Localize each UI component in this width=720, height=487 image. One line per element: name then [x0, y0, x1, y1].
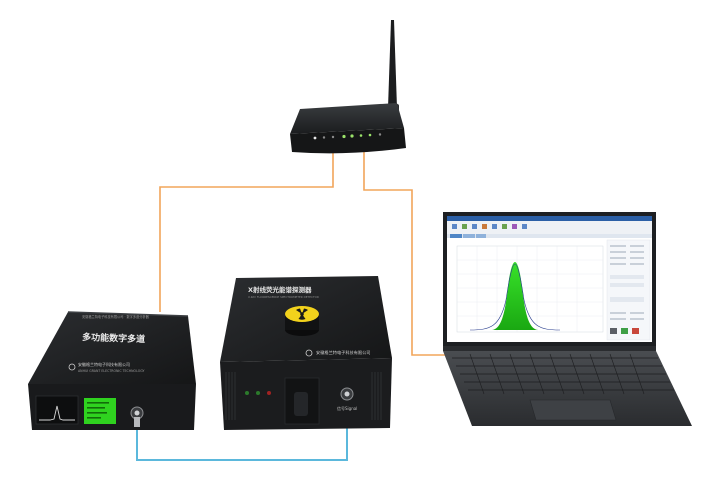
laptop-touchpad	[529, 399, 617, 421]
mca-top-face	[28, 312, 196, 384]
app-side-panel	[606, 239, 651, 341]
mca-waveform-screen	[35, 395, 79, 425]
app-tab-3	[476, 234, 486, 238]
app-toolbar	[447, 221, 652, 234]
laptop-keyboard-deck	[443, 351, 692, 426]
radiation-trefoil-icon	[285, 306, 319, 336]
detector-recess-inner	[294, 392, 308, 416]
detector-company-name: 安徽格兰特电子科技有限公司	[316, 349, 370, 356]
app-toolbar-icons	[452, 224, 527, 229]
router-antenna	[388, 20, 397, 108]
mca-company-logo	[68, 363, 76, 371]
detector-vent-left	[225, 372, 236, 420]
mca-company-sub: ANHUI GRANT ELECTRONIC TECHNOLOGY	[78, 369, 145, 373]
mca-waveform-trace	[39, 405, 75, 421]
app-side-panel-buttons	[610, 328, 639, 334]
detector-signal-port	[340, 387, 354, 401]
app-side-panel-rows	[610, 245, 644, 320]
laptop-icon	[443, 212, 692, 426]
app-tab-active	[450, 234, 462, 238]
app-tab-2	[463, 234, 475, 238]
wifi-router-icon	[290, 20, 406, 154]
xrf-detector-device: X射线荧光能谱探测器 X-RAY FLUORESCENCE SPECTROMET…	[220, 276, 392, 430]
orange-cable-router-to-mca	[159, 152, 334, 312]
app-tab-strip	[447, 234, 652, 238]
detector-port-label: 信号Signal	[337, 405, 357, 411]
detector-vent-right	[371, 372, 382, 420]
router-body-front	[290, 128, 406, 154]
detector-top-sublabel: X-RAY FLUORESCENCE SPECTROMETER DETECTOR	[248, 295, 319, 299]
mca-top-edge	[67, 311, 189, 317]
detector-company-logo	[305, 349, 313, 357]
router-body-top	[290, 103, 404, 134]
app-titlebar	[447, 216, 652, 221]
spectrum-fit-curve	[469, 263, 561, 331]
mca-top-label: 多功能数字多道	[82, 331, 145, 345]
mca-company-name: 安徽格兰特电子科技有限公司	[78, 361, 130, 367]
mca-status-display	[84, 398, 116, 424]
mca-status-display-lines	[87, 402, 109, 419]
detector-indicator-leds	[245, 391, 271, 395]
blue-signal-cable	[136, 402, 348, 461]
spectrum-peak	[492, 262, 538, 330]
cables	[136, 152, 448, 461]
router-status-leds	[313, 133, 382, 140]
spectrum-gridlines	[457, 246, 603, 332]
mca-side-header-text: 安徽格兰特电子科技有限公司 · 数字多道分析器	[82, 314, 150, 319]
laptop-keyboard-columns	[469, 353, 645, 395]
mca-bnc-connector	[130, 406, 144, 427]
digital-mca-device: 安徽格兰特电子科技有限公司 · 数字多道分析器 多功能数字多道 安徽格兰特电子科…	[28, 311, 196, 430]
orange-cable-router-to-laptop	[363, 152, 448, 356]
detector-top-label: X射线荧光能谱探测器	[248, 285, 312, 294]
spectrum-plot-area	[456, 245, 604, 333]
laptop-hinge	[443, 346, 656, 351]
